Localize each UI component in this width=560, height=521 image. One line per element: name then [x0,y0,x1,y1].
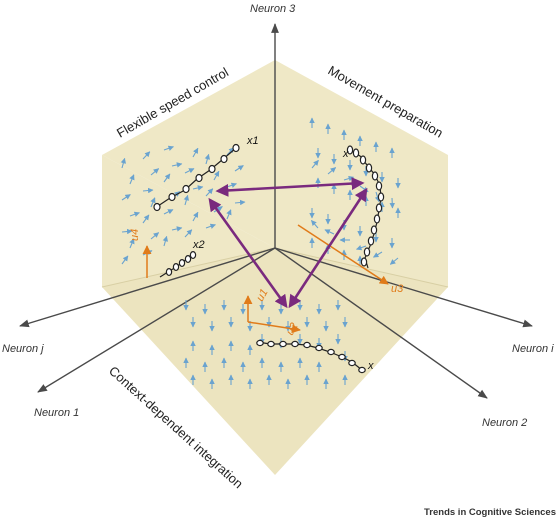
label-x-integration: x [367,360,374,372]
label-x1: x1 [246,135,259,147]
flow-vector [192,211,199,222]
label-x-prep: x [342,148,349,160]
flow-vector [162,235,169,247]
flow-vector [129,211,140,217]
trajectory-x1-states [153,143,240,212]
flow-vector [129,174,135,185]
connector-arrows [208,177,368,309]
flow-vector [121,194,131,201]
flow-vector [184,229,193,238]
connector-left-bottom [208,197,288,309]
flow-vector [192,147,199,158]
connector-left-right [215,177,365,197]
axis-label-neuron-i: Neuron i [512,343,554,355]
trajectories [153,143,385,374]
flow-vector [171,162,183,168]
flow-vector [120,157,127,169]
label-x2: x2 [192,239,205,251]
flow-vector [150,168,160,176]
flow-vector [129,238,135,249]
flow-vector [184,168,195,174]
flow-vector [183,194,190,206]
connector-right-bottom [288,187,368,309]
trajectory-integration-line [257,341,363,371]
flow-vector [192,185,204,191]
flow-vector [204,153,211,165]
flow-vector [163,173,171,183]
flow-vector [389,257,399,265]
flow-vector [327,167,337,175]
flow-vector [142,214,150,224]
label-u3: u3 [391,283,404,295]
flow-vector [150,232,160,240]
axis-label-neuron-1: Neuron 1 [34,407,79,419]
flow-vector [171,226,183,232]
source-credit: Trends in Cognitive Sciences [424,507,556,518]
trajectory-x2-states [165,251,197,277]
flow-vector [373,251,383,258]
label-u2: u2 [284,321,301,338]
flow-vector [234,165,244,172]
flow-vector [205,188,214,197]
axis-label-neuron-2: Neuron 2 [482,417,527,429]
axis-label-neuron-3: Neuron 3 [250,3,296,15]
flow-vector [142,151,151,160]
flow-vector [142,187,154,194]
flow-vector [121,228,133,235]
flow-vector [213,170,220,181]
flow-vector [163,209,174,215]
flow-vector [311,159,319,169]
label-u4: u4 [129,229,141,241]
flow-vector [163,145,174,151]
flow-vector [150,197,156,208]
axis-label-neuron-j: Neuron j [2,343,44,355]
flow-vector [121,255,129,265]
input-u2-arrow [247,321,301,334]
trajectory-integration-states [256,339,366,374]
